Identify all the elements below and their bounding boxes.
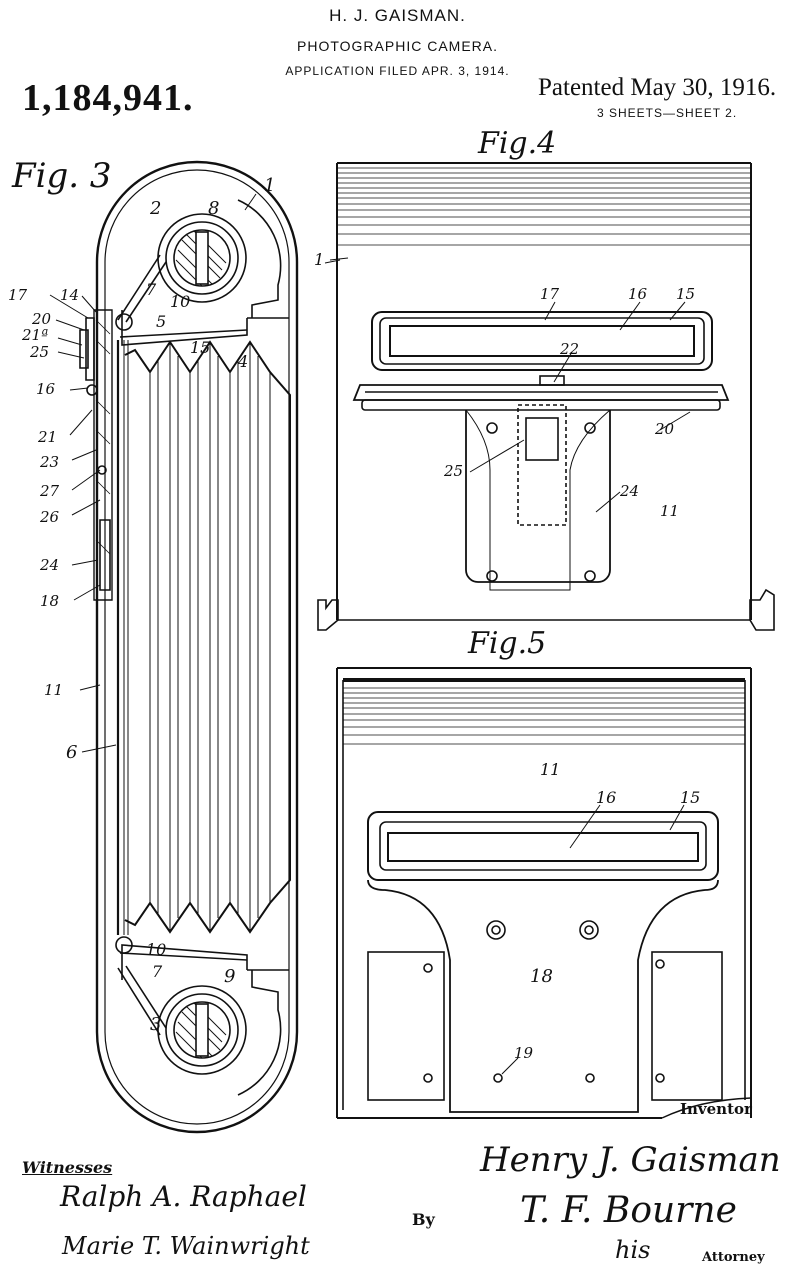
fig4-label-22: 22 bbox=[560, 340, 580, 358]
fig3-label-14: 14 bbox=[60, 286, 80, 304]
fig3-label-11: 11 bbox=[44, 681, 64, 699]
fig4-label-11: 11 bbox=[660, 502, 680, 520]
fig3-label-3: 3 bbox=[150, 1014, 162, 1035]
fig3-label-6: 6 bbox=[66, 742, 78, 763]
fig4-label-1: 1 bbox=[314, 250, 325, 269]
fig3-drawing bbox=[49, 160, 341, 1134]
witness-2-signature: Marie T. Wainwright bbox=[62, 1232, 310, 1260]
sheet-count: 3 SHEETS—SHEET 2. bbox=[597, 106, 738, 120]
fig3-label-10: 10 bbox=[170, 292, 191, 311]
fig3-label-2: 2 bbox=[150, 198, 162, 219]
fig3-label-24: 24 bbox=[40, 556, 60, 574]
attorney-signature: T. F. Bourne bbox=[520, 1190, 737, 1231]
fig3-label-21a: 21ª bbox=[22, 326, 49, 344]
fig5-label-11: 11 bbox=[540, 760, 561, 779]
fig3-label-20: 20 bbox=[32, 310, 52, 328]
fig4-label-24: 24 bbox=[620, 482, 640, 500]
fig5-drawing bbox=[336, 667, 752, 1119]
inventor-name: H. J. GAISMAN. bbox=[329, 6, 466, 25]
fig3-label-9: 9 bbox=[224, 966, 236, 987]
fig5-label-15: 15 bbox=[680, 788, 701, 807]
fig3-label-8: 8 bbox=[208, 198, 220, 219]
application-filed: APPLICATION FILED APR. 3, 1914. bbox=[285, 64, 510, 78]
inventor-label: Inventor bbox=[680, 1100, 752, 1118]
fig3-label-10b: 10 bbox=[146, 940, 167, 959]
by-label: By bbox=[412, 1210, 435, 1229]
fig4-label-25: 25 bbox=[444, 462, 464, 480]
attorney-label: Attorney bbox=[702, 1250, 765, 1265]
fig5-label-19: 19 bbox=[514, 1044, 534, 1062]
fig3-label-7: 7 bbox=[146, 280, 157, 299]
fig5-title: Fig.5 bbox=[468, 626, 547, 661]
fig4-label-16: 16 bbox=[628, 285, 648, 303]
fig4-label-20: 20 bbox=[655, 420, 675, 438]
fig5-label-16: 16 bbox=[596, 788, 617, 807]
fig4-label-17: 17 bbox=[540, 285, 560, 303]
fig3-label-23: 23 bbox=[40, 453, 60, 471]
fig3-label-26: 26 bbox=[40, 508, 60, 526]
fig3-title: Fig. 3 bbox=[12, 156, 112, 196]
fig3-label-7b: 7 bbox=[152, 962, 163, 981]
fig3-label-16: 16 bbox=[36, 380, 56, 398]
fig3-label-25: 25 bbox=[30, 343, 50, 361]
fig3-label-1: 1 bbox=[264, 175, 276, 196]
fig3-label-15: 15 bbox=[190, 338, 211, 357]
his-label: his bbox=[615, 1236, 651, 1264]
fig5-label-18: 18 bbox=[530, 966, 553, 987]
fig4-title: Fig.4 bbox=[478, 126, 557, 161]
fig3-label-4: 4 bbox=[238, 352, 249, 371]
patented-date: Patented May 30, 1916. bbox=[538, 74, 777, 101]
fig3-label-27: 27 bbox=[40, 482, 60, 500]
fig3-label-5: 5 bbox=[156, 312, 167, 331]
inventor-signature: Henry J. Gaisman bbox=[480, 1140, 781, 1180]
patent-title: PHOTOGRAPHIC CAMERA. bbox=[297, 38, 498, 54]
witness-1-signature: Ralph A. Raphael bbox=[60, 1180, 307, 1213]
fig3-label-18: 18 bbox=[40, 592, 60, 610]
witnesses-label: Witnesses bbox=[22, 1158, 113, 1177]
fig4-drawing bbox=[317, 162, 775, 631]
fig4-label-15: 15 bbox=[676, 285, 696, 303]
patent-number: 1,184,941. bbox=[22, 77, 194, 119]
fig3-label-17: 17 bbox=[8, 286, 28, 304]
fig3-label-21: 21 bbox=[38, 428, 58, 446]
